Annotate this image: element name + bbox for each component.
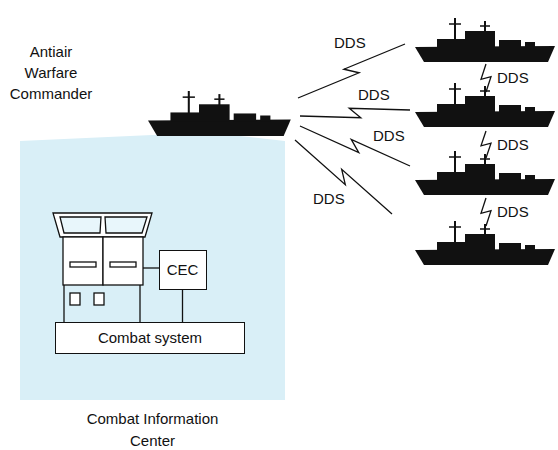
radio-link-bolt	[295, 140, 392, 214]
radio-link-bolt	[300, 108, 410, 117]
inset-region	[20, 133, 285, 400]
link-label: DDS	[372, 127, 406, 145]
radio-link-bolt	[481, 64, 491, 92]
cec-box: CEC	[159, 250, 207, 290]
link-label: DDS	[312, 190, 346, 208]
ship-silhouette	[148, 91, 291, 136]
ship-silhouette	[415, 83, 555, 127]
commander-label: Antiair Warfare Commander	[4, 41, 98, 104]
link-label: DDS	[496, 136, 530, 154]
radio-link-bolt	[481, 131, 491, 158]
box-label: Combat system	[98, 329, 202, 347]
console-illustration	[53, 213, 152, 305]
combat-system-box: Combat system	[55, 322, 245, 354]
ship-silhouette	[415, 151, 555, 195]
radio-link-bolt	[300, 126, 410, 166]
ship-silhouette	[415, 18, 555, 62]
ship-silhouette	[415, 221, 555, 265]
panel-caption: Combat Information Center	[75, 408, 230, 450]
link-label: DDS	[496, 69, 530, 87]
link-label: DDS	[333, 34, 367, 52]
box-label: CEC	[167, 261, 199, 279]
inset-panel: Combat Information CenterCECCombat syste…	[20, 142, 285, 400]
console-wire	[64, 268, 160, 322]
connector-line	[182, 290, 183, 322]
link-label: DDS	[357, 86, 391, 104]
link-label: DDS	[496, 203, 530, 221]
radio-link-bolt	[481, 198, 491, 226]
